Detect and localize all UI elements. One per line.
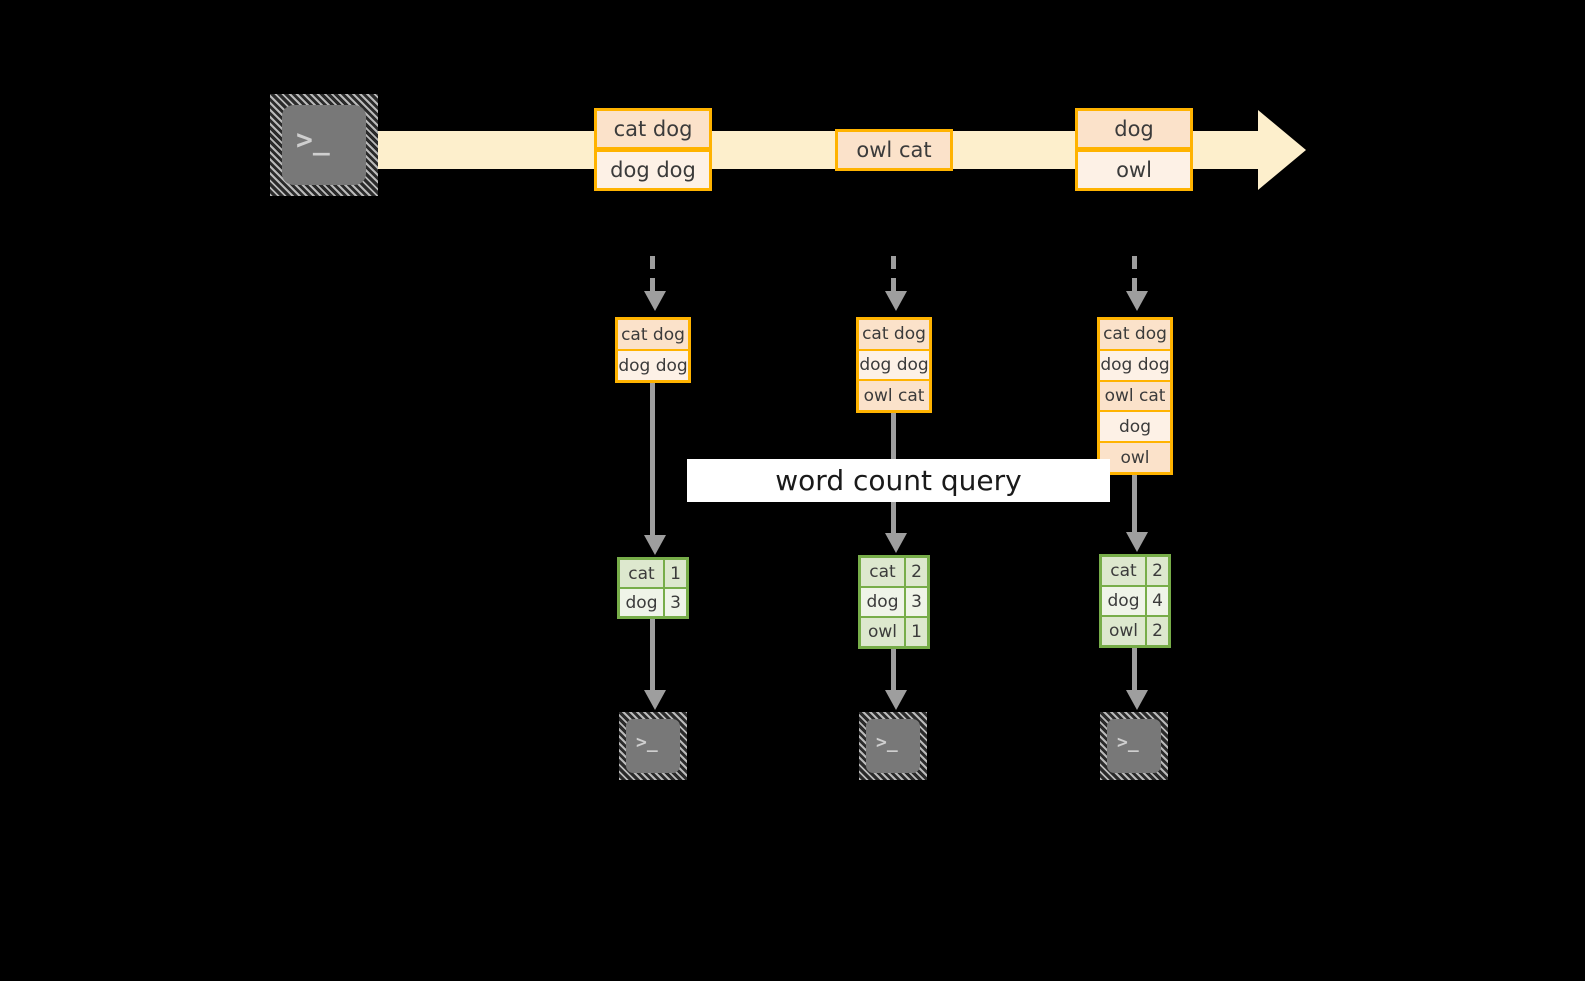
tap-connector-dashed: [891, 256, 896, 292]
stream-record[interactable]: dog: [1075, 108, 1193, 150]
snapshot-input-row: owl cat: [1100, 381, 1170, 413]
stream-timeline-arrowhead: [1258, 110, 1306, 190]
result-row: cat 2: [1102, 557, 1168, 587]
snapshot-input-label: cat dog: [1103, 324, 1167, 345]
snapshot-input-row: owl: [1100, 443, 1170, 472]
result-word-cell: cat: [861, 558, 906, 586]
result-word-cell: owl: [1102, 617, 1147, 645]
tap-connector-arrowhead: [885, 291, 907, 311]
result-count-cell: 4: [1147, 587, 1168, 615]
source-terminal-icon[interactable]: >_: [270, 94, 378, 196]
query-connector-arrowhead: [644, 535, 666, 555]
query-connector-line: [1132, 475, 1137, 533]
snapshot-input-stack[interactable]: cat dog dog dog owl cat dog owl: [1097, 317, 1173, 475]
result-count-cell: 3: [665, 589, 686, 616]
result-word-cell: dog: [861, 588, 906, 616]
result-row: owl 2: [1102, 617, 1168, 645]
snapshot-input-row: dog dog: [859, 350, 929, 382]
result-word-cell: dog: [620, 589, 665, 616]
sink-connector-line: [650, 619, 655, 691]
snapshot-input-stack[interactable]: cat dog dog dog: [615, 317, 691, 383]
result-count-cell: 2: [1147, 557, 1168, 585]
result-count-cell: 2: [1147, 617, 1168, 645]
sink-terminal-icon[interactable]: >_: [859, 712, 927, 780]
query-connector-line: [650, 383, 655, 536]
snapshot-input-label: owl cat: [1104, 385, 1166, 406]
result-word-cell: cat: [620, 560, 665, 587]
query-connector-arrowhead: [1126, 532, 1148, 552]
stream-record-label: owl: [1116, 158, 1152, 182]
result-table[interactable]: cat 2 dog 3 owl 1: [858, 555, 930, 649]
snapshot-input-row: dog dog: [618, 351, 688, 380]
query-connector-arrowhead: [885, 533, 907, 553]
result-table[interactable]: cat 2 dog 4 owl 2: [1099, 554, 1171, 648]
result-count-cell: 1: [906, 618, 927, 646]
sink-terminal-screen: [866, 719, 920, 773]
sink-terminal-icon[interactable]: >_: [1100, 712, 1168, 780]
result-table[interactable]: cat 1 dog 3: [617, 557, 689, 619]
sink-terminal-prompt: >_: [876, 732, 898, 753]
source-terminal-prompt: >_: [296, 123, 330, 156]
snapshot-input-row: cat dog: [859, 320, 929, 351]
snapshot-input-label: cat dog: [621, 324, 685, 345]
snapshot-input-label: owl: [1120, 447, 1150, 468]
result-word-cell: owl: [861, 618, 906, 646]
snapshot-input-row: cat dog: [618, 320, 688, 351]
sink-connector-arrowhead: [1126, 690, 1148, 710]
source-terminal-screen: [281, 105, 367, 185]
result-count-cell: 2: [906, 558, 927, 586]
snapshot-input-row: dog dog: [1100, 350, 1170, 382]
result-count-cell: 1: [665, 560, 686, 587]
snapshot-input-row: dog: [1100, 412, 1170, 444]
result-row: owl 1: [861, 618, 927, 646]
snapshot-input-label: dog dog: [618, 355, 688, 376]
sink-connector-arrowhead: [644, 690, 666, 710]
sink-connector-arrowhead: [885, 690, 907, 710]
snapshot-input-row: owl cat: [859, 381, 929, 411]
sink-connector-line: [1132, 648, 1137, 691]
snapshot-input-label: cat dog: [862, 324, 926, 345]
stream-record-label: dog: [1114, 117, 1154, 141]
result-word-cell: dog: [1102, 587, 1147, 615]
snapshot-input-stack[interactable]: cat dog dog dog owl cat: [856, 317, 932, 413]
stream-record-label: cat dog: [613, 117, 693, 141]
result-row: dog 4: [1102, 587, 1168, 617]
sink-connector-line: [891, 649, 896, 691]
stream-record-label: dog dog: [610, 158, 696, 182]
snapshot-input-label: owl cat: [863, 385, 925, 406]
stream-record[interactable]: cat dog: [594, 108, 712, 150]
tap-connector-dashed: [1132, 256, 1137, 292]
query-label-text: word count query: [775, 464, 1022, 497]
snapshot-input-label: dog dog: [859, 355, 929, 375]
snapshot-input-label: dog dog: [1100, 355, 1170, 376]
stream-record[interactable]: owl cat: [835, 129, 953, 171]
result-word-cell: cat: [1102, 557, 1147, 585]
sink-terminal-prompt: >_: [1117, 732, 1139, 753]
snapshot-input-label: dog: [1119, 416, 1151, 437]
tap-connector-arrowhead: [1126, 291, 1148, 311]
stream-record[interactable]: dog dog: [594, 149, 712, 191]
sink-terminal-screen: [1107, 719, 1161, 773]
sink-terminal-prompt: >_: [636, 732, 658, 753]
result-row: dog 3: [620, 589, 686, 616]
result-row: dog 3: [861, 588, 927, 618]
query-label: word count query: [687, 459, 1110, 502]
result-row: cat 2: [861, 558, 927, 588]
result-row: cat 1: [620, 560, 686, 589]
tap-connector-arrowhead: [644, 291, 666, 311]
snapshot-input-row: cat dog: [1100, 320, 1170, 351]
result-count-cell: 3: [906, 588, 927, 616]
stream-record[interactable]: owl: [1075, 149, 1193, 191]
sink-terminal-screen: [626, 719, 680, 773]
stream-record-label: owl cat: [856, 138, 932, 162]
tap-connector-dashed: [650, 256, 655, 292]
sink-terminal-icon[interactable]: >_: [619, 712, 687, 780]
